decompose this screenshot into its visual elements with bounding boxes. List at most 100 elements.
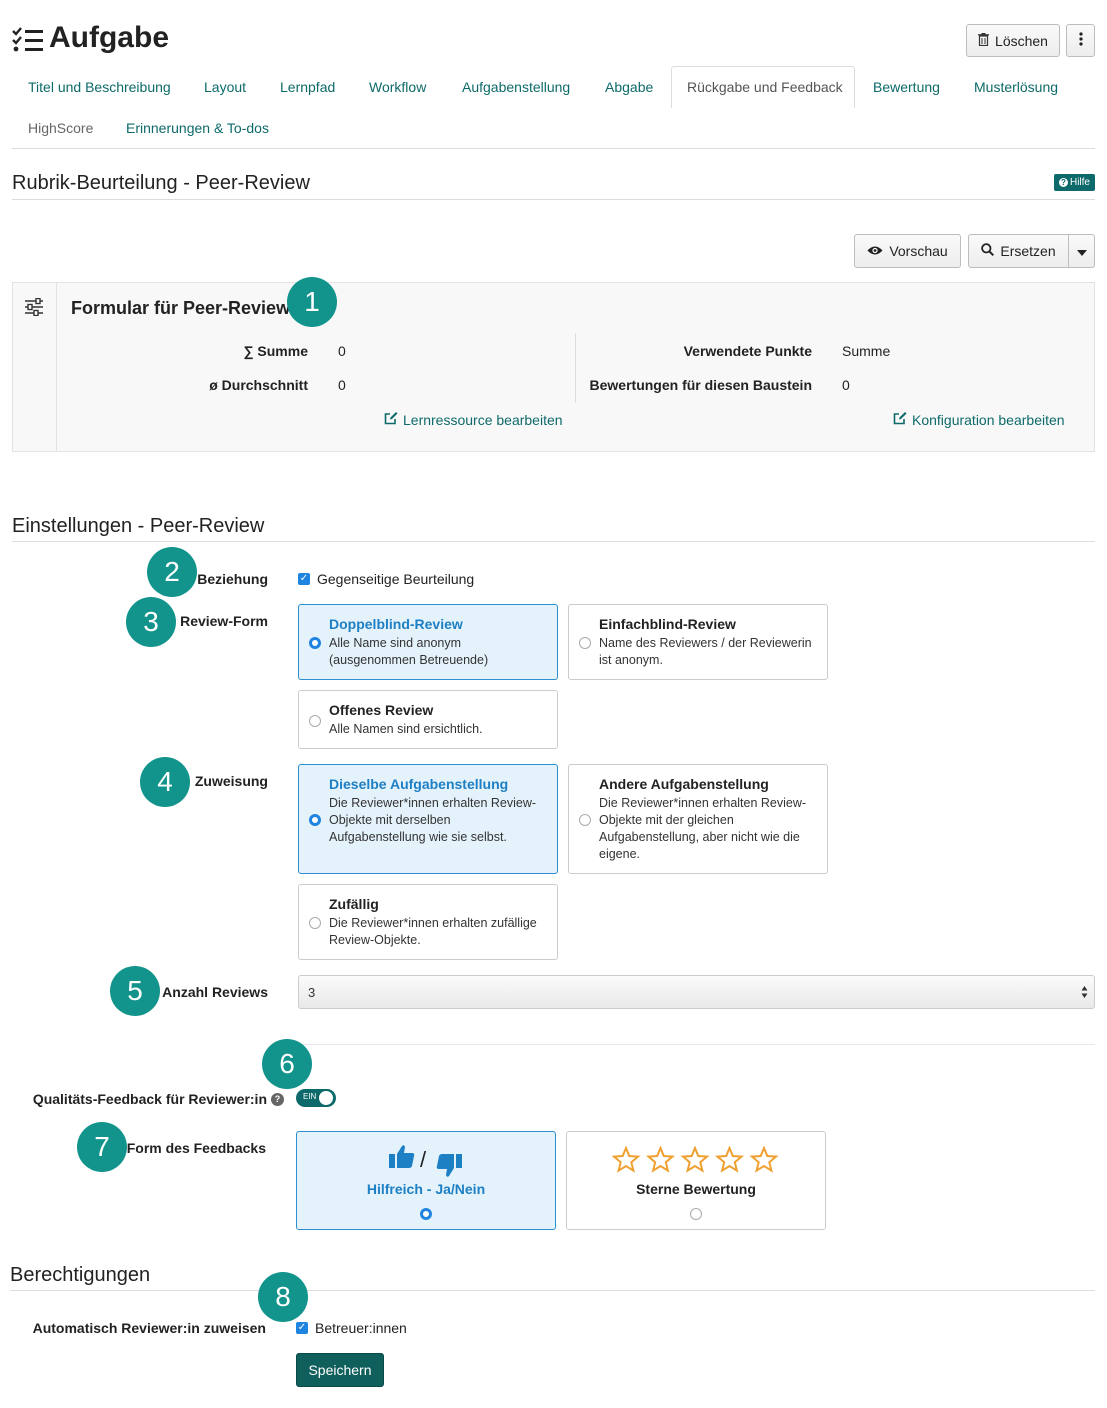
tab-bewertung[interactable]: Bewertung: [873, 79, 940, 95]
tab-rueckgabe-und-feedback[interactable]: Rückgabe und Feedback: [687, 79, 843, 95]
thumbs-up-icon: [389, 1144, 415, 1172]
feedback-form-label: Form des Feedbacks: [126, 1140, 266, 1156]
feedback-option-thumbs[interactable]: / Hilfreich - Ja/Nein: [296, 1131, 556, 1230]
select-updown-icon: [1081, 985, 1088, 1002]
tab-musterloesung[interactable]: Musterlösung: [974, 79, 1059, 95]
replace-button[interactable]: Ersetzen: [968, 234, 1069, 268]
assignment-other-task[interactable]: Andere Aufgabenstellung Die Reviewer*inn…: [568, 764, 828, 874]
avg-label: ø Durchschnitt: [209, 377, 308, 393]
option-desc: Alle Namen sind ersichtlich.: [329, 722, 483, 736]
form-panel-side: [13, 283, 57, 451]
radio-stars[interactable]: [690, 1208, 702, 1220]
callout-badge-1: 1: [287, 277, 337, 327]
toggle-knob: [319, 1091, 333, 1105]
ratings-label: Bewertungen für diesen Baustein: [589, 377, 812, 393]
assignment-same-task[interactable]: Dieselbe Aufgabenstellung Die Reviewer*i…: [298, 764, 558, 874]
eye-icon: [867, 243, 883, 259]
radio-random[interactable]: [309, 917, 321, 929]
preview-label: Vorschau: [889, 243, 948, 259]
quality-feedback-toggle[interactable]: EIN: [296, 1089, 336, 1107]
form-panel: [12, 282, 1095, 452]
tab-aufgabenstellung[interactable]: Aufgabenstellung: [462, 79, 571, 95]
callout-badge-5: 5: [110, 966, 160, 1016]
kebab-icon: [1078, 32, 1083, 49]
edit-icon: [893, 411, 907, 428]
tab-lernpfad[interactable]: Lernpfad: [280, 79, 336, 95]
used-points-label: Verwendete Punkte: [683, 343, 812, 359]
callout-badge-3: 3: [126, 597, 176, 647]
settings-title: Einstellungen - Peer-Review: [12, 515, 265, 537]
thumbs-icons: /: [389, 1144, 465, 1177]
tab-workflow[interactable]: Workflow: [369, 79, 427, 95]
edit-resource-link[interactable]: Lernressource bearbeiten: [384, 411, 563, 428]
replace-dropdown-button[interactable]: [1068, 234, 1095, 268]
page-title: Aufgabe: [49, 21, 169, 54]
radio-single-blind[interactable]: [579, 637, 591, 649]
sum-value: 0: [338, 343, 346, 359]
review-form-single-blind[interactable]: Einfachblind-Review Name des Reviewers /…: [568, 604, 828, 680]
relation-label: Beziehung: [197, 571, 268, 587]
permissions-title: Berechtigungen: [10, 1264, 151, 1286]
used-points-value: Summe: [842, 343, 891, 359]
thumbs-option-label: Hilfreich - Ja/Nein: [366, 1181, 486, 1197]
radio-double-blind[interactable]: [309, 637, 321, 649]
auto-assign-option-label: Betreuer:innen: [315, 1320, 407, 1336]
slash-separator: /: [420, 1147, 427, 1172]
review-form-open[interactable]: Offenes Review Alle Namen sind ersichtli…: [298, 690, 558, 749]
tab-titel-und-beschreibung[interactable]: Titel und Beschreibung: [28, 79, 171, 95]
radio-open[interactable]: [309, 715, 321, 727]
caret-down-icon: [1076, 243, 1087, 259]
delete-button[interactable]: Löschen: [966, 24, 1060, 57]
tab-highscore[interactable]: HighScore: [28, 120, 94, 136]
quality-feedback-label: Qualitäts-Feedback für Reviewer:in ?: [20, 1091, 284, 1107]
count-divider: [298, 1044, 1095, 1045]
trash-icon: [978, 32, 990, 49]
option-desc: Die Reviewer*innen erhalten Review-Objek…: [599, 796, 807, 861]
option-title: Doppelblind-Review: [329, 616, 463, 632]
stars-option-label: Sterne Bewertung: [636, 1181, 756, 1197]
callout-badge-2: 2: [147, 547, 197, 597]
option-title: Einfachblind-Review: [599, 616, 736, 632]
star-rating-icons: [611, 1145, 780, 1177]
quality-feedback-text: Qualitäts-Feedback für Reviewer:in: [32, 1091, 267, 1107]
option-title: Andere Aufgabenstellung: [599, 776, 769, 792]
radio-other-task[interactable]: [579, 814, 591, 826]
ratings-value: 0: [842, 377, 850, 393]
edit-config-link[interactable]: Konfiguration bearbeiten: [893, 411, 1065, 428]
radio-same-task[interactable]: [309, 814, 321, 826]
help-button[interactable]: ? Hilfe: [1054, 174, 1095, 191]
auto-assign-checkbox[interactable]: ✓: [296, 1322, 308, 1334]
option-desc: Name des Reviewers / der Reviewerin ist …: [599, 636, 812, 667]
option-title: Offenes Review: [329, 702, 434, 718]
sliders-icon: [24, 297, 44, 319]
preview-button[interactable]: Vorschau: [854, 234, 961, 268]
settings-divider: [12, 541, 1095, 542]
assignment-random[interactable]: Zufällig Die Reviewer*innen erhalten zuf…: [298, 884, 558, 960]
more-options-button[interactable]: [1066, 24, 1095, 57]
search-icon: [981, 243, 995, 259]
task-list-icon: [12, 27, 44, 53]
radio-thumbs[interactable]: [420, 1208, 432, 1220]
review-count-select[interactable]: 3: [298, 975, 1095, 1009]
edit-resource-label: Lernressource bearbeiten: [403, 411, 563, 428]
callout-badge-6: 6: [262, 1039, 312, 1089]
review-count-value: 3: [308, 985, 316, 1000]
help-icon: ?: [1058, 178, 1068, 187]
replace-label: Ersetzen: [1000, 243, 1056, 259]
callout-badge-8: 8: [258, 1272, 308, 1322]
review-form-double-blind[interactable]: Doppelblind-Review Alle Name sind anonym…: [298, 604, 558, 680]
feedback-option-stars[interactable]: Sterne Bewertung: [566, 1131, 826, 1230]
tab-layout[interactable]: Layout: [204, 79, 247, 95]
edit-icon: [384, 411, 398, 428]
form-panel-separator: [575, 333, 576, 403]
permissions-divider: [10, 1290, 1095, 1291]
rubric-divider: [12, 199, 1095, 200]
tab-erinnerungen[interactable]: Erinnerungen & To-dos: [126, 120, 269, 136]
delete-button-label: Löschen: [995, 32, 1048, 49]
relation-option-label: Gegenseitige Beurteilung: [317, 571, 475, 587]
relation-checkbox[interactable]: ✓: [298, 573, 310, 585]
review-form-label: Review-Form: [180, 613, 268, 629]
save-button[interactable]: Speichern: [296, 1353, 384, 1387]
tab-abgabe[interactable]: Abgabe: [605, 79, 654, 95]
help-circle-icon[interactable]: ?: [271, 1092, 284, 1106]
